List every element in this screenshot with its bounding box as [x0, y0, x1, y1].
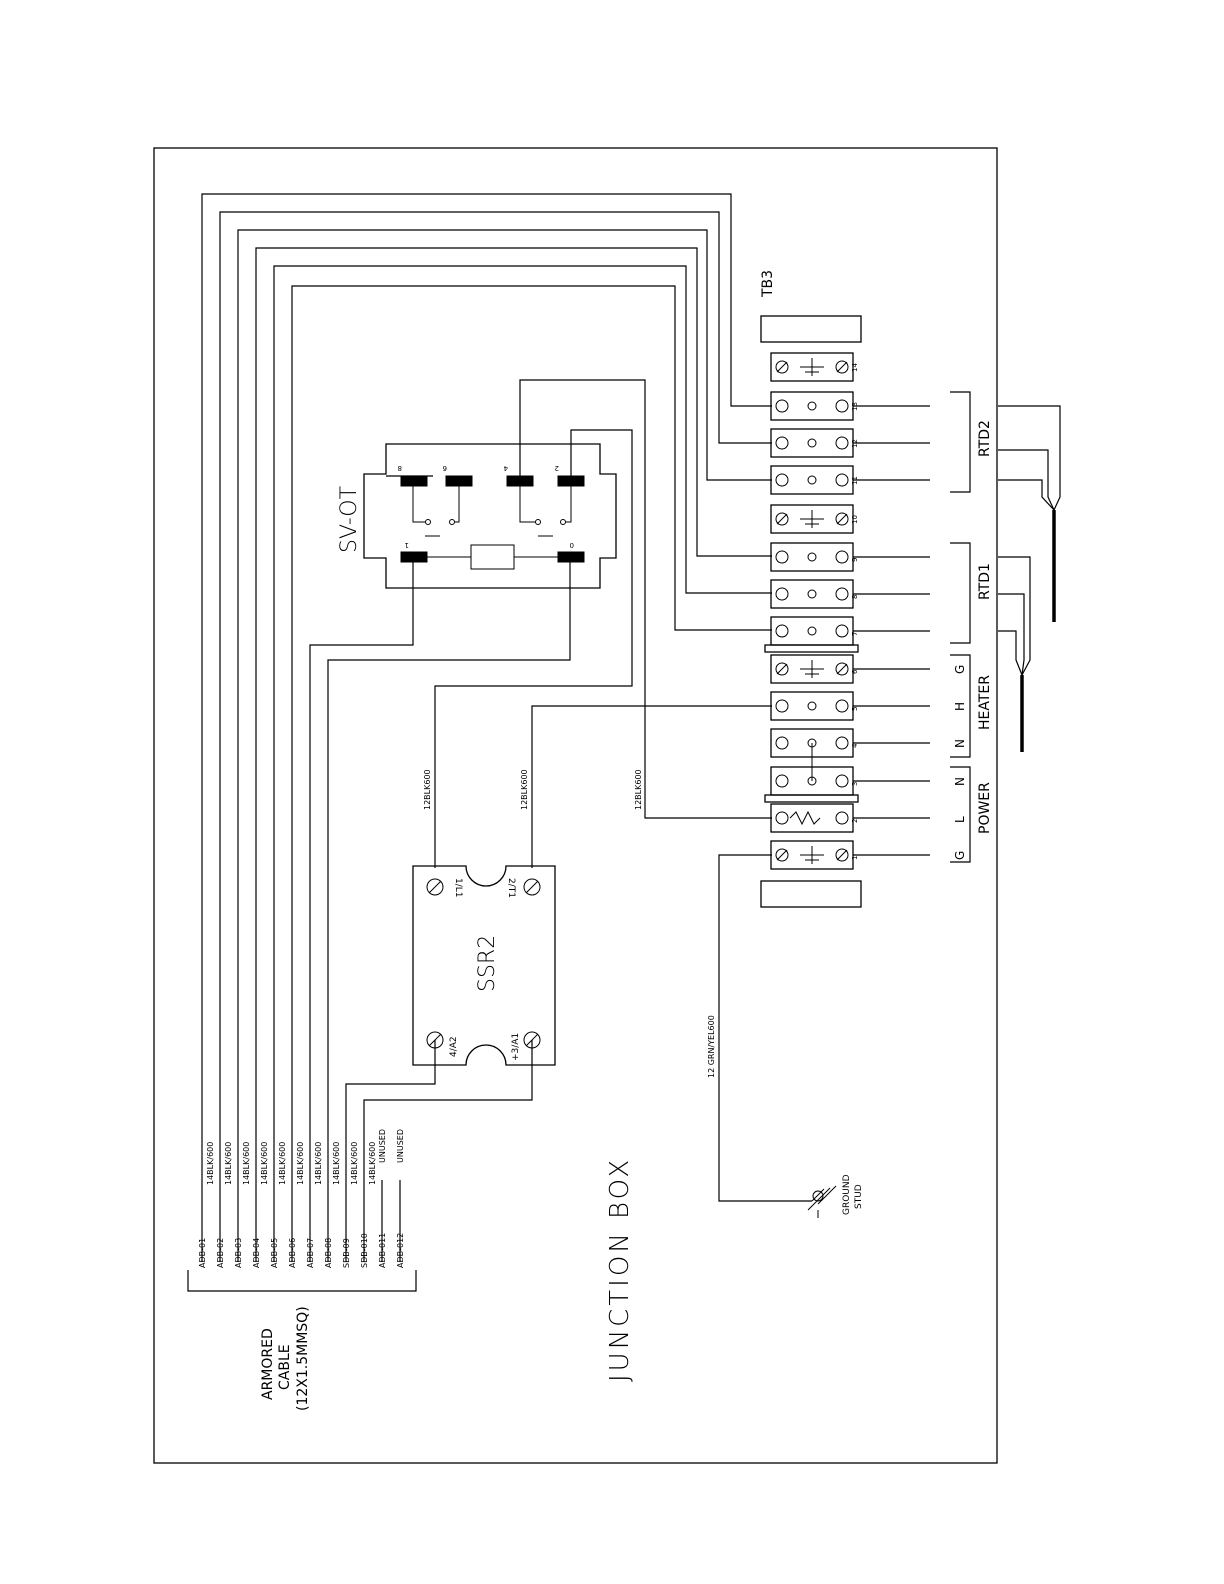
tb-num-9: 9	[851, 558, 859, 562]
wire-spec-6: 14BLK/600	[296, 1142, 305, 1185]
ground-stud: GROUND STUD	[718, 854, 864, 1218]
cable-wires	[201, 193, 772, 1262]
tb-num-3: 3	[851, 782, 859, 786]
rtd2-probe	[998, 405, 1061, 622]
wire-id-9: SDB-09	[342, 1238, 351, 1268]
tb-num-4: 4	[851, 743, 859, 748]
tb-num-2: 2	[851, 819, 859, 823]
group-brackets	[950, 391, 971, 863]
rtd2-label: RTD2	[977, 420, 993, 457]
valve-pin-8: 8	[398, 464, 402, 472]
cable-label-line1: ARMORED	[260, 1328, 276, 1400]
wire-spec-5: 14BLK/600	[278, 1142, 287, 1185]
wire-id-3: ADB-03	[234, 1238, 243, 1268]
power-g-label: G	[953, 851, 967, 860]
valve-pin-1: 1	[405, 541, 409, 549]
wire-id-7: ADB-07	[306, 1238, 315, 1268]
wire-label-3: 12BLK600	[634, 769, 643, 810]
ssr-to-heater-wire	[531, 705, 772, 868]
wire-id-8: ADB-08	[324, 1238, 333, 1268]
wire-label-1: 12BLK600	[423, 769, 432, 810]
wire-spec-2: 14BLK/600	[224, 1142, 233, 1185]
cable-label-line2: CABLE	[277, 1344, 293, 1390]
wire-spec-3: 14BLK/600	[242, 1142, 251, 1185]
wire-label-2: 12BLK600	[520, 769, 529, 810]
field-wiring	[853, 405, 930, 856]
tb-num-6: 6	[851, 669, 859, 674]
cable-wire-specs: 14BLK/600 14BLK/600 14BLK/600 14BLK/600 …	[206, 1129, 405, 1185]
heater-g-label: G	[953, 665, 967, 674]
wire-spec-12: UNUSED	[396, 1129, 405, 1163]
wire-id-12: ADB-012	[396, 1233, 405, 1268]
terminal-block-tb3: TB3	[760, 270, 862, 908]
heater-h-label: H	[953, 702, 967, 711]
wire-spec-10: 14BLK/600	[368, 1142, 377, 1185]
wire-spec-9: 14BLK/600	[350, 1142, 359, 1185]
tb3-name: TB3	[760, 270, 776, 298]
ground-stud-line2: STUD	[854, 1184, 864, 1209]
rtd1-probe	[998, 556, 1031, 752]
valve-wiring	[386, 379, 772, 868]
wire-id-10: SDB-010	[360, 1233, 369, 1268]
ssr-terminal-3a1: +3/A1	[511, 1033, 521, 1061]
ssr-name: SSR2	[475, 935, 500, 992]
page-title: JUNCTION BOX	[605, 1157, 635, 1382]
valve-pin-6: 6	[442, 464, 447, 472]
power-l-label: L	[953, 816, 967, 823]
ssr-terminal-2t1: 2/T1	[506, 878, 516, 898]
ssr2: SSR2 1/L1 2/T1 4/A2 +3/A1	[412, 865, 556, 1066]
wire-id-4: ADB-04	[252, 1238, 261, 1268]
wire-spec-7: 14BLK/600	[314, 1142, 323, 1185]
tb-num-1: 1	[851, 856, 859, 860]
wire-spec-11: UNUSED	[378, 1129, 387, 1163]
wire-id-11: ADB-011	[378, 1233, 387, 1268]
ssr-terminal-4a2: 4/A2	[449, 1036, 459, 1057]
power-n-label: N	[953, 777, 967, 786]
rtd1-label: RTD1	[977, 563, 993, 600]
tb-num-7: 7	[851, 632, 859, 636]
power-label: POWER	[977, 782, 993, 834]
valve-pin-4: 4	[503, 464, 508, 472]
heater-n-label: N	[953, 739, 967, 748]
heater-label: HEATER	[977, 675, 993, 730]
wire-id-6: ADB-06	[288, 1238, 297, 1268]
wire-spec-8: 14BLK/600	[332, 1142, 341, 1185]
wire-id-2: ADB-02	[216, 1238, 225, 1268]
wire-label-ground: 12 GRN/YEL600	[707, 1015, 716, 1078]
ssr-terminal-1l1: 1/L1	[453, 878, 463, 898]
wire-id-1: ADB-01	[198, 1238, 207, 1268]
cable-label-line3: (12X1.5MMSQ)	[295, 1306, 311, 1411]
armored-cable-label: ARMORED CABLE (12X1.5MMSQ)	[260, 1306, 311, 1411]
valve-sv-ot: SV-OT 8 6 4 2 1 0	[337, 443, 617, 589]
valve-name: SV-OT	[337, 486, 362, 553]
wire-id-5: ADB-05	[270, 1238, 279, 1268]
valve-pin-0: 0	[570, 541, 574, 549]
ground-stud-line1: GROUND	[842, 1174, 852, 1215]
valve-pin-2: 2	[555, 464, 559, 472]
tb-num-14: 14	[851, 363, 859, 372]
cable-bracket	[187, 1270, 417, 1292]
tb-num-5: 5	[851, 707, 859, 711]
tb-num-10: 10	[851, 515, 859, 524]
enclosure-frame	[153, 147, 998, 1464]
cable-wire-ids: ADB-01 ADB-02 ADB-03 ADB-04 ADB-05 ADB-0…	[198, 1233, 405, 1268]
wire-spec-4: 14BLK/600	[260, 1142, 269, 1185]
wire-spec-1: 14BLK/600	[206, 1142, 215, 1185]
tb-num-8: 8	[851, 595, 859, 599]
